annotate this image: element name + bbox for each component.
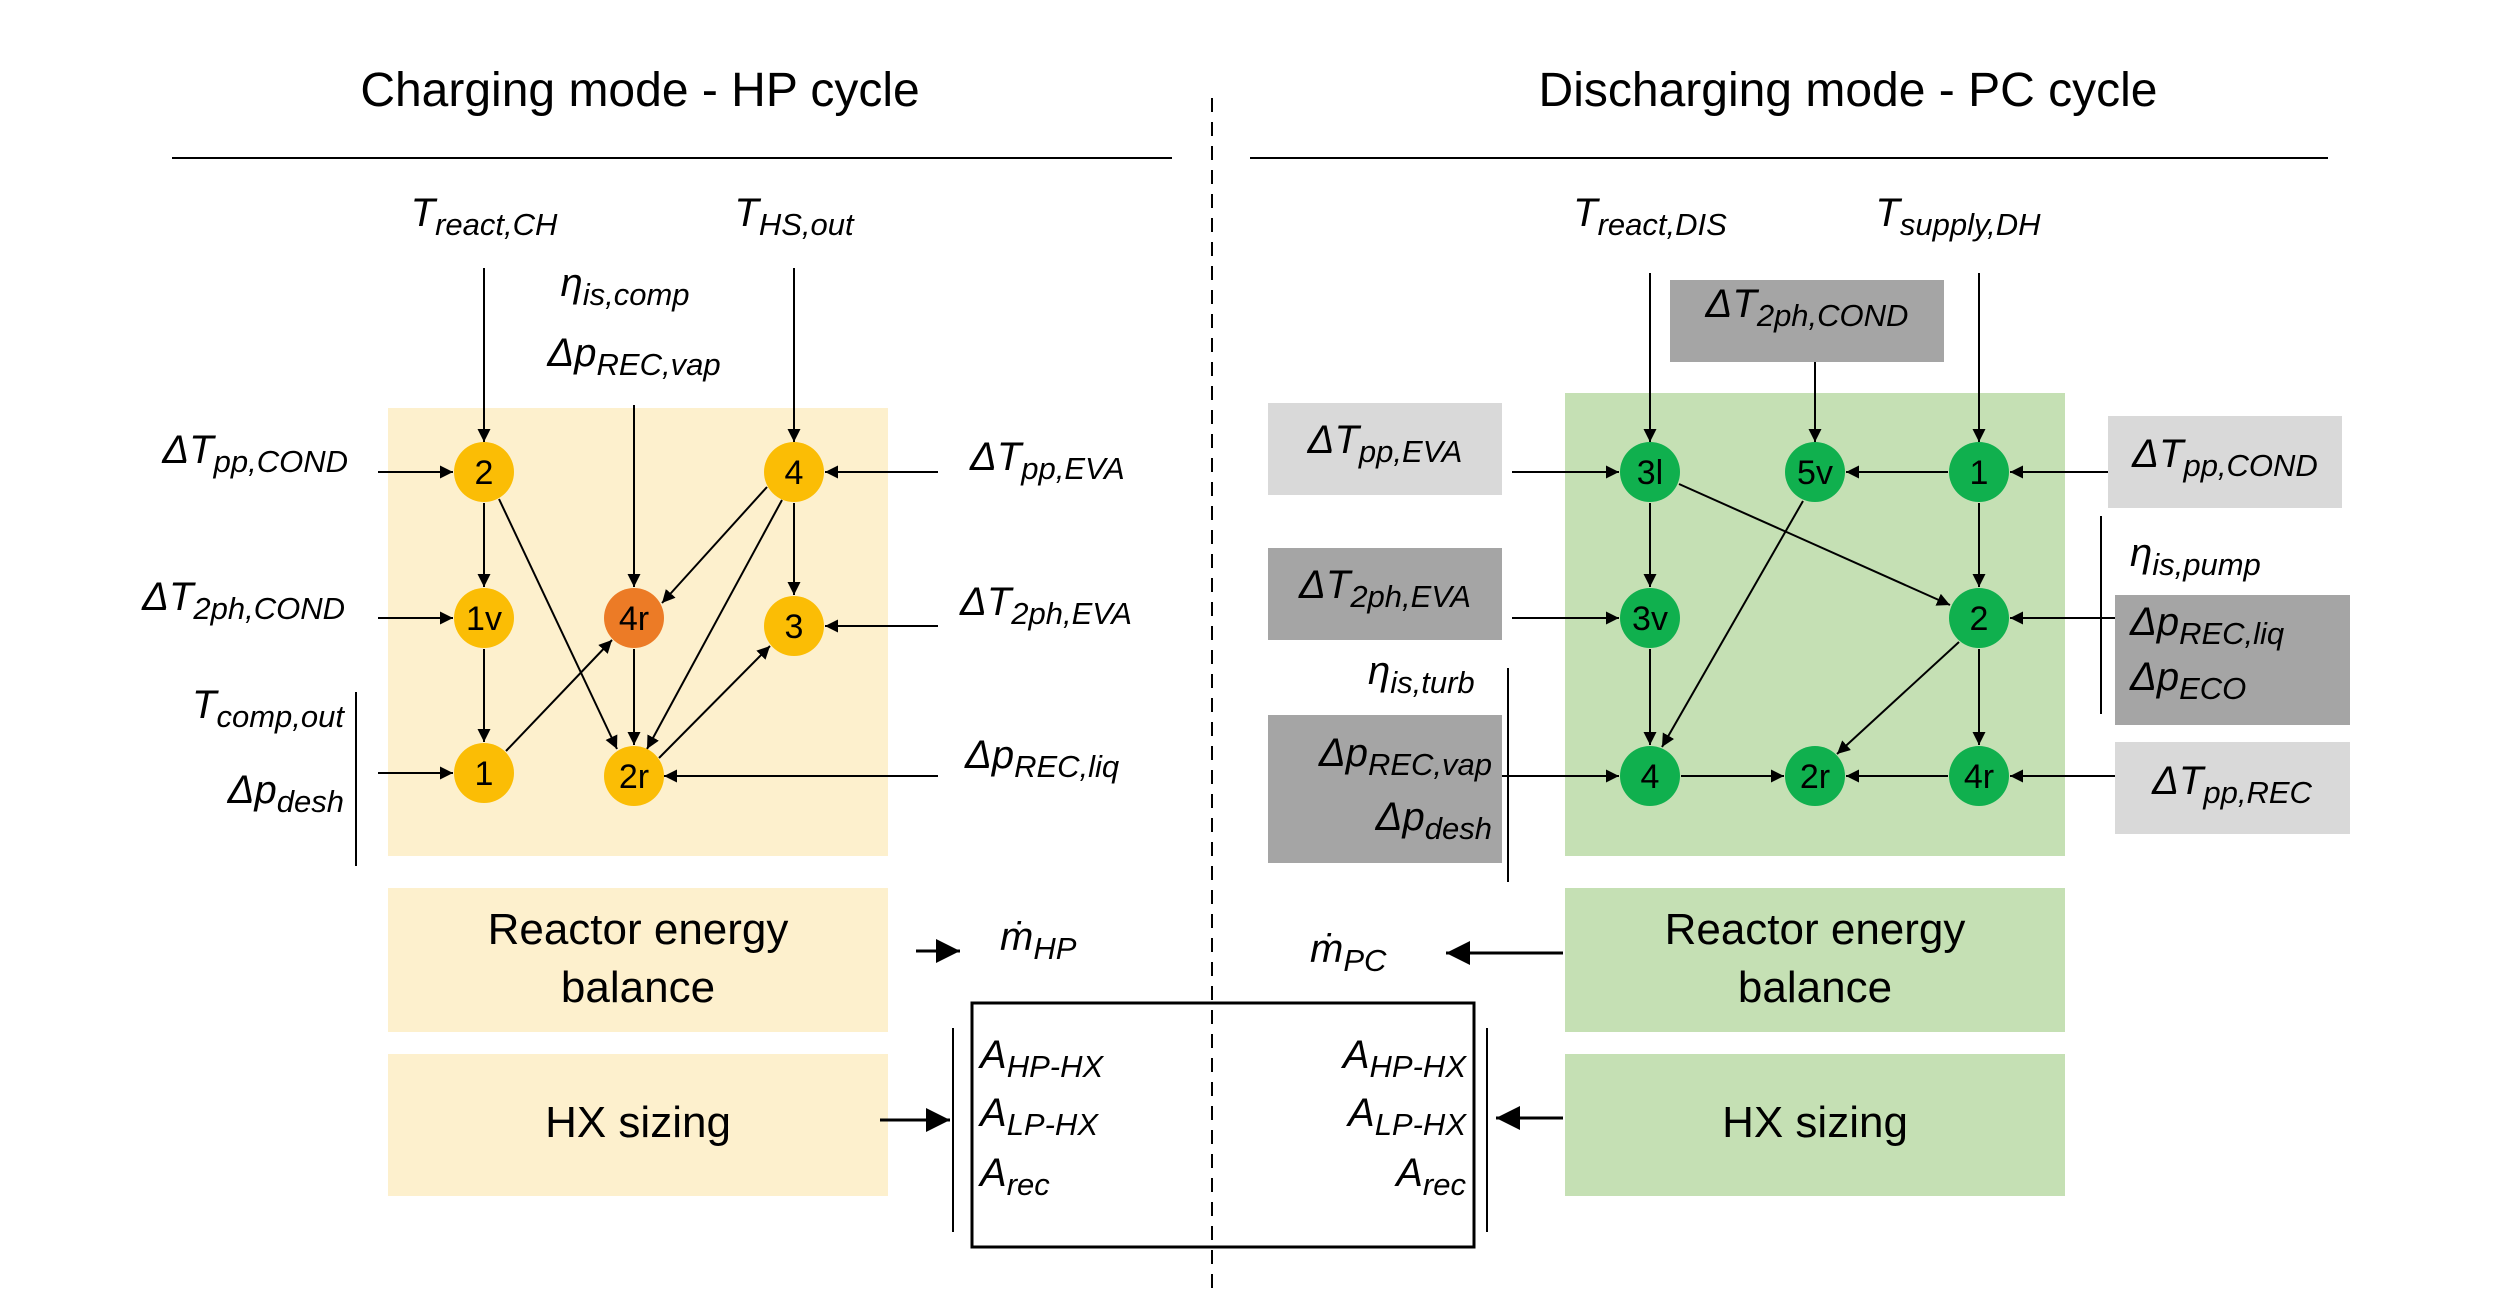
svg-text:1v: 1v [466, 600, 502, 638]
pc-box-dt-2ph-eva [1268, 548, 1502, 640]
hp-label-dt-pp-eva: ΔTpp,EVA [969, 435, 1125, 486]
output-m-pc: ṁPC [1310, 927, 1387, 978]
pc-node-3v: 3v [1620, 588, 1680, 648]
title-charging: Charging mode - HP cycle [360, 64, 919, 117]
pc-label-dp-desh: Δpdesh [1375, 795, 1492, 846]
area-left-hp-hx: AHP-HX [978, 1033, 1104, 1084]
pc-label-eta-is-turb: ηis,turb [1368, 649, 1475, 700]
svg-text:3l: 3l [1637, 454, 1663, 492]
pc-label-dt-pp-cond: ΔTpp,COND [2131, 432, 2318, 483]
pc-node-3l: 3l [1620, 442, 1680, 502]
svg-text:2r: 2r [619, 758, 649, 796]
pc-node-2r: 2r [1785, 746, 1845, 806]
hp-label-dt-2ph-eva: ΔT2ph,EVA [959, 580, 1132, 631]
pc-node-4r: 4r [1949, 746, 2009, 806]
hp-energy-balance-line2: balance [561, 963, 715, 1012]
hp-label-dp-rec-liq: ΔpREC,liq [964, 733, 1120, 784]
svg-text:5v: 5v [1797, 454, 1833, 492]
hp-energy-balance-line1: Reactor energy [488, 905, 789, 954]
pc-box-dp-rec-vap-desh [1268, 715, 1502, 863]
hp-node-2r: 2r [604, 746, 664, 806]
hp-node-2: 2 [454, 442, 514, 502]
pc-energy-balance-block [1565, 888, 2065, 1032]
hp-label-t-react-ch: Treact,CH [411, 191, 558, 242]
pc-label-dp-rec-liq: ΔpREC,liq [2129, 600, 2285, 651]
hp-node-4: 4 [764, 442, 824, 502]
hp-node-1: 1 [454, 743, 514, 803]
area-right-rec: Arec [1394, 1151, 1466, 1202]
pc-box-dt-pp-rec [2115, 742, 2350, 834]
area-right-lp-hx: ALP-HX [1346, 1091, 1467, 1142]
hp-hx-sizing-text: HX sizing [545, 1098, 731, 1147]
pc-label-dp-rec-vap: ΔpREC,vap [1318, 731, 1492, 782]
block-arrows [880, 939, 1563, 1132]
area-left-rec: Arec [978, 1151, 1050, 1202]
hp-hx-sizing-block [388, 1054, 888, 1196]
hp-node-1v: 1v [454, 588, 514, 648]
svg-text:3v: 3v [1632, 600, 1668, 638]
pc-box-dt-pp-cond [2108, 416, 2342, 508]
hp-label-dp-rec-vap: ΔpREC,vap [546, 331, 720, 382]
pc-node-5v: 5v [1785, 442, 1845, 502]
pc-energy-balance-line1: Reactor energy [1665, 905, 1966, 954]
hp-label-eta-is-comp: ηis,comp [560, 261, 689, 312]
pc-label-t-react-dis: Treact,DIS [1573, 191, 1727, 242]
svg-text:1: 1 [1970, 454, 1989, 492]
pc-box-dp-rec-liq-eco [2115, 595, 2350, 725]
pc-box-dt-2ph-cond [1670, 280, 1944, 362]
hp-energy-balance-block [388, 888, 888, 1032]
pc-hx-sizing-block [1565, 1054, 2065, 1196]
pc-label-dt-pp-rec: ΔTpp,REC [2151, 759, 2312, 810]
area-left-lp-hx: ALP-HX [978, 1091, 1099, 1142]
hp-node-4r: 4r [604, 588, 664, 648]
pc-hx-sizing-text: HX sizing [1722, 1098, 1908, 1147]
hx-area-output-box [970, 1001, 1476, 1249]
bracket-lines [952, 1028, 1488, 1232]
svg-text:3: 3 [785, 608, 804, 646]
title-discharging: Discharging mode - PC cycle [1539, 64, 2158, 117]
pc-energy-balance-line2: balance [1738, 963, 1892, 1012]
pc-node-2: 2 [1949, 588, 2009, 648]
hp-node-3: 3 [764, 596, 824, 656]
hp-label-dt-pp-cond: ΔTpp,COND [161, 428, 348, 479]
pc-arrows [1502, 273, 2115, 882]
svg-text:4r: 4r [619, 600, 649, 638]
hp-arrows [355, 268, 938, 866]
svg-text:2: 2 [475, 454, 494, 492]
svg-text:4: 4 [1641, 758, 1660, 796]
hp-label-dt-2ph-cond: ΔT2ph,COND [141, 575, 345, 626]
svg-text:2r: 2r [1800, 758, 1830, 796]
pc-label-dt-2ph-eva: ΔT2ph,EVA [1298, 563, 1471, 614]
svg-text:1: 1 [475, 755, 494, 793]
hp-label-t-hs-out: THS,out [734, 191, 855, 242]
pc-label-dp-eco: ΔpECO [2129, 655, 2246, 706]
hp-label-t-comp-out: Tcomp,out [192, 683, 345, 734]
pc-label-eta-is-pump: ηis,pump [2130, 531, 2261, 582]
svg-text:2: 2 [1970, 600, 1989, 638]
pc-label-t-supply-dh: Tsupply,DH [1875, 191, 2041, 242]
pc-box-dt-pp-eva [1268, 403, 1502, 495]
pc-node-1: 1 [1949, 442, 2009, 502]
pc-label-dt-2ph-cond: ΔT2ph,COND [1705, 282, 1909, 333]
pc-label-dt-pp-eva: ΔTpp,EVA [1307, 418, 1463, 469]
pc-node-4: 4 [1620, 746, 1680, 806]
area-right-hp-hx: AHP-HX [1341, 1033, 1467, 1084]
svg-text:4r: 4r [1964, 758, 1994, 796]
svg-text:4: 4 [785, 454, 804, 492]
hp-label-dp-desh: Δpdesh [227, 768, 344, 819]
output-m-hp: ṁHP [1000, 915, 1077, 966]
